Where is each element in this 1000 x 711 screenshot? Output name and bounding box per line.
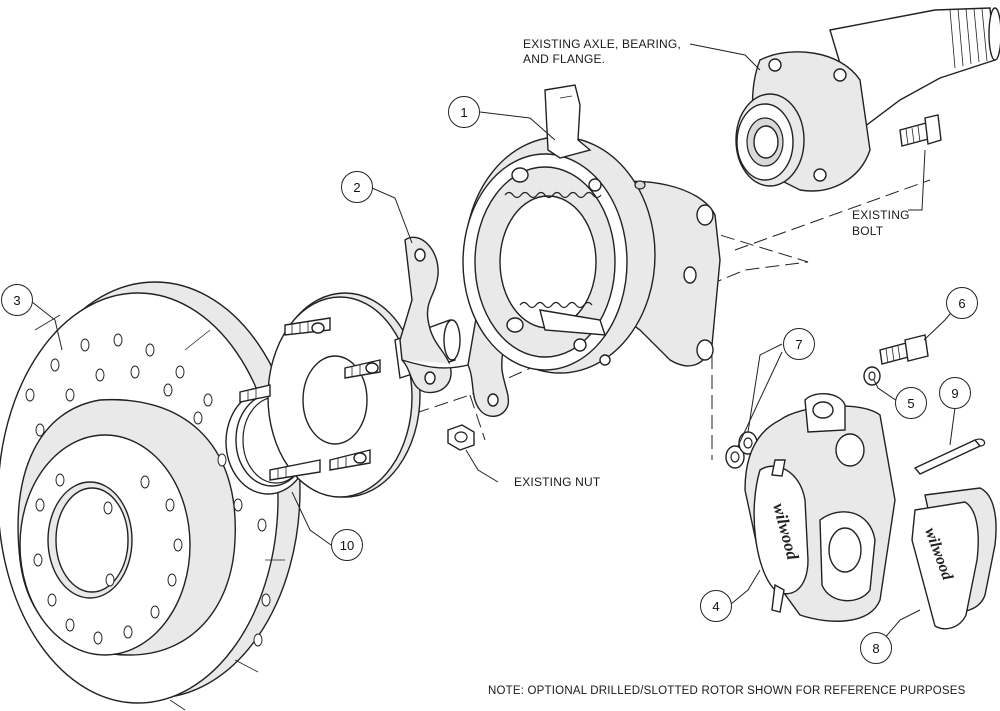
drilled-slotted-rotor — [0, 281, 301, 711]
label-existing-axle: EXISTING AXLE, BEARING, — [523, 37, 681, 51]
parking-brake-backing-plate — [462, 84, 721, 374]
washer — [863, 366, 881, 386]
leader-lines — [31, 43, 969, 647]
callout-10: 10 — [331, 529, 363, 561]
callout-9: 9 — [939, 377, 971, 409]
label-existing-bolt: EXISTING — [852, 208, 910, 222]
cotter-pin — [913, 438, 986, 475]
caliper: wilwood — [744, 393, 896, 622]
callout-7: 7 — [783, 328, 815, 360]
existing-bolt — [899, 114, 942, 147]
callout-3: 3 — [1, 284, 33, 316]
callout-4: 4 — [700, 590, 732, 622]
caliper-bolt — [879, 334, 929, 365]
label-existing-axle-line2: AND FLANGE. — [523, 52, 606, 66]
callout-2: 2 — [341, 171, 373, 203]
label-existing-nut: EXISTING NUT — [514, 475, 601, 489]
label-existing-bolt-line2: BOLT — [852, 224, 884, 238]
existing-axle-assembly — [735, 7, 1000, 192]
callout-1: 1 — [448, 96, 480, 128]
existing-nut — [447, 424, 475, 451]
callout-5: 5 — [895, 387, 927, 419]
brake-pads: wilwood — [911, 487, 997, 630]
reference-note: NOTE: OPTIONAL DRILLED/SLOTTED ROTOR SHO… — [488, 685, 966, 697]
callout-8: 8 — [860, 632, 892, 664]
callout-6: 6 — [946, 287, 978, 319]
